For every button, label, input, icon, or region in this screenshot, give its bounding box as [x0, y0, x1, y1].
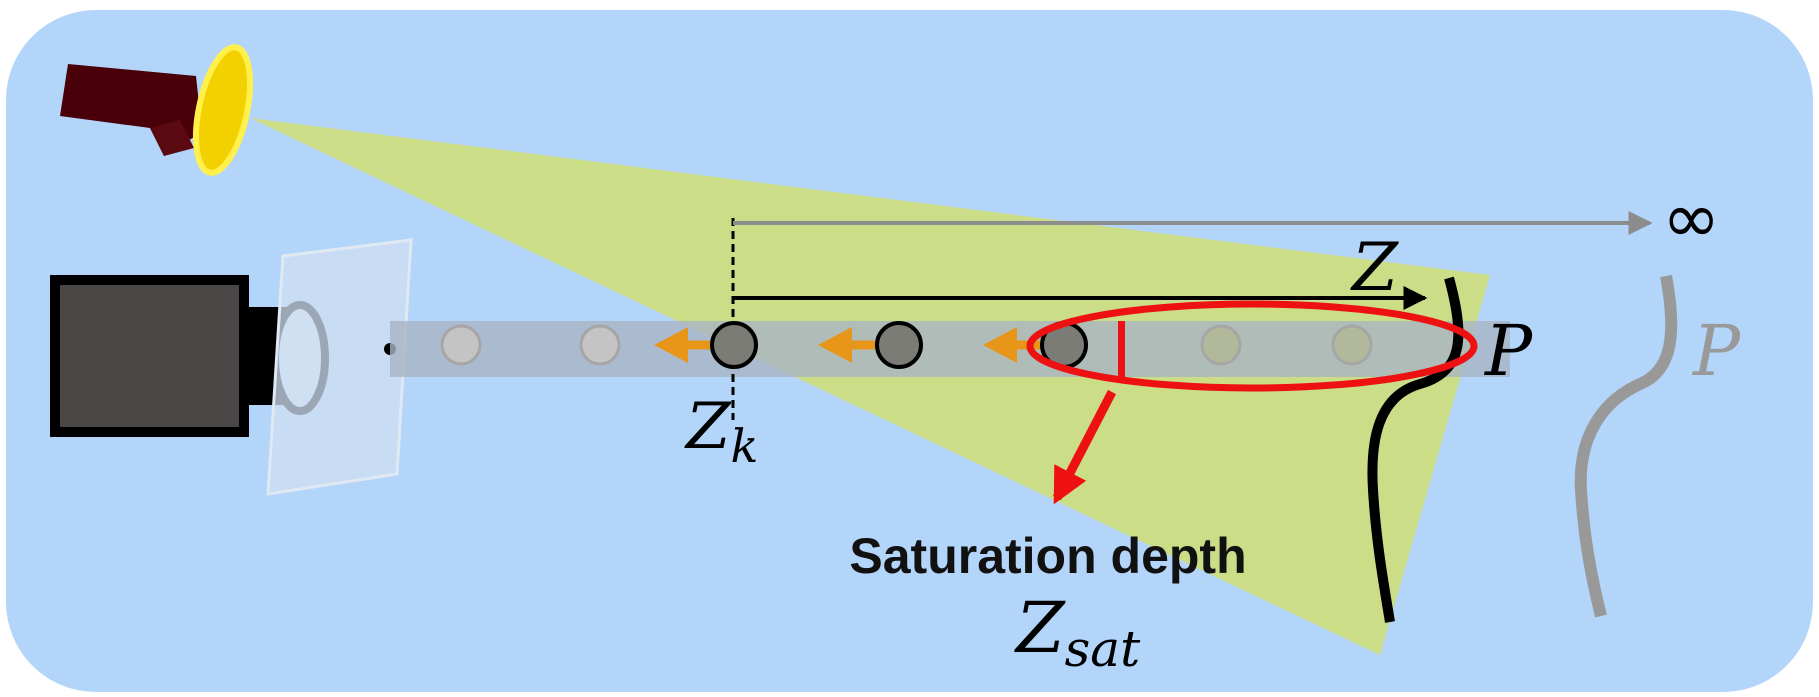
step-arrow [654, 327, 710, 363]
ray-band [390, 321, 1510, 377]
z-label: Z [1350, 229, 1399, 306]
far-surface-curve [1574, 274, 1678, 618]
saturation-bar [1118, 321, 1125, 377]
saturation-arrow [1053, 389, 1116, 505]
depth-sample-circle [579, 324, 621, 366]
z-k-label: Zk [684, 390, 758, 473]
p-surface-label: P [1483, 310, 1534, 392]
z-sat-label: Zsat [1014, 587, 1141, 678]
z-k-subscript: k [730, 419, 758, 473]
surface-curve [1367, 276, 1464, 623]
saturated-sample-circle [1331, 324, 1373, 366]
depth-sample-circle [710, 321, 758, 369]
z-sat-subscript: sat [1065, 620, 1141, 678]
infinity-label: ∞ [1662, 177, 1720, 259]
projector-icon [60, 44, 253, 176]
saturation-ellipse [1026, 300, 1478, 392]
light-cone [250, 118, 1490, 655]
step-arrow [818, 327, 875, 363]
step-arrow [983, 327, 1040, 363]
depth-sample-circle [875, 321, 923, 369]
depth-sample-circle [440, 324, 482, 366]
image-plane [266, 238, 413, 496]
saturation-depth-title: Saturation depth [849, 528, 1246, 584]
p-far-label: P [1691, 310, 1742, 392]
saturated-sample-circle [1200, 324, 1242, 366]
